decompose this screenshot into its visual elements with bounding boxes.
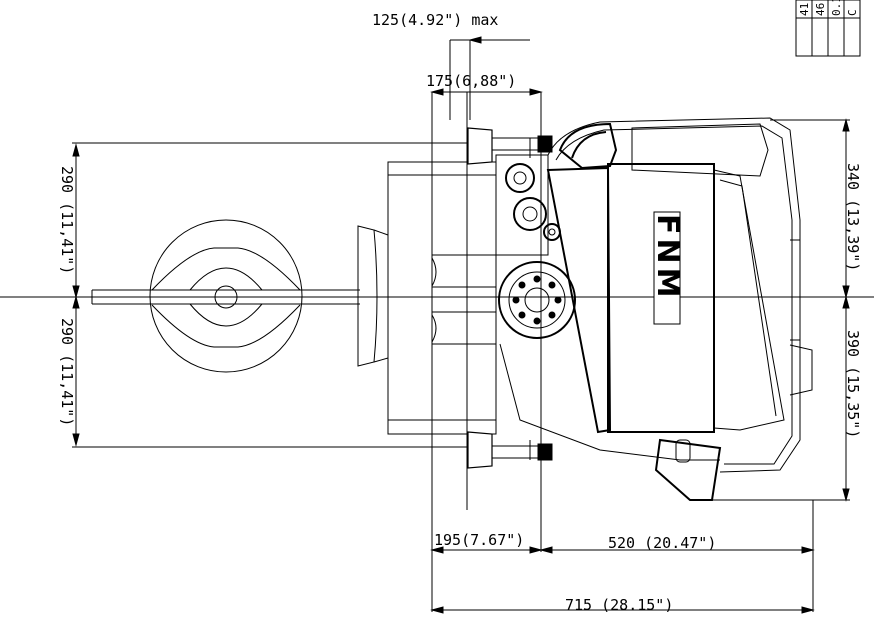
brand-logo: FNM [650, 211, 685, 325]
cooler-housing [499, 117, 813, 501]
logo-text: FNM [650, 214, 685, 301]
dim-top-max: 125(4.92") max [372, 11, 498, 29]
dim-bottom-short: 195(7.67") [434, 531, 524, 549]
dim-left-lower: 290 (11,41") [58, 318, 76, 426]
title-block: 41. 46. 0.1. C [795, 0, 861, 57]
title-block-col4: C [846, 9, 859, 16]
dim-right-upper: 340 (13,39") [844, 163, 862, 271]
title-block-col1: 41. [798, 0, 811, 16]
dim-right-lower: 390 (15,35") [844, 330, 862, 438]
propeller-disc [91, 219, 360, 373]
dim-bottom-mid: 520 (20.47") [608, 534, 716, 552]
title-block-col2: 46. [814, 0, 827, 16]
title-block-col3: 0.1. [830, 0, 843, 16]
pulley-group [495, 154, 561, 256]
engine-block [387, 161, 497, 435]
dimension-lines [72, 36, 850, 614]
extension-lines [72, 40, 850, 612]
dim-left-upper: 290 (11,41") [58, 166, 76, 274]
dim-bottom-total: 715 (28.15") [565, 596, 673, 614]
lower-mount [467, 431, 553, 469]
flywheel-hub [498, 261, 576, 339]
dim-top-offset: 175(6,88") [426, 72, 516, 90]
flange [357, 225, 389, 367]
upper-mount [467, 127, 553, 165]
